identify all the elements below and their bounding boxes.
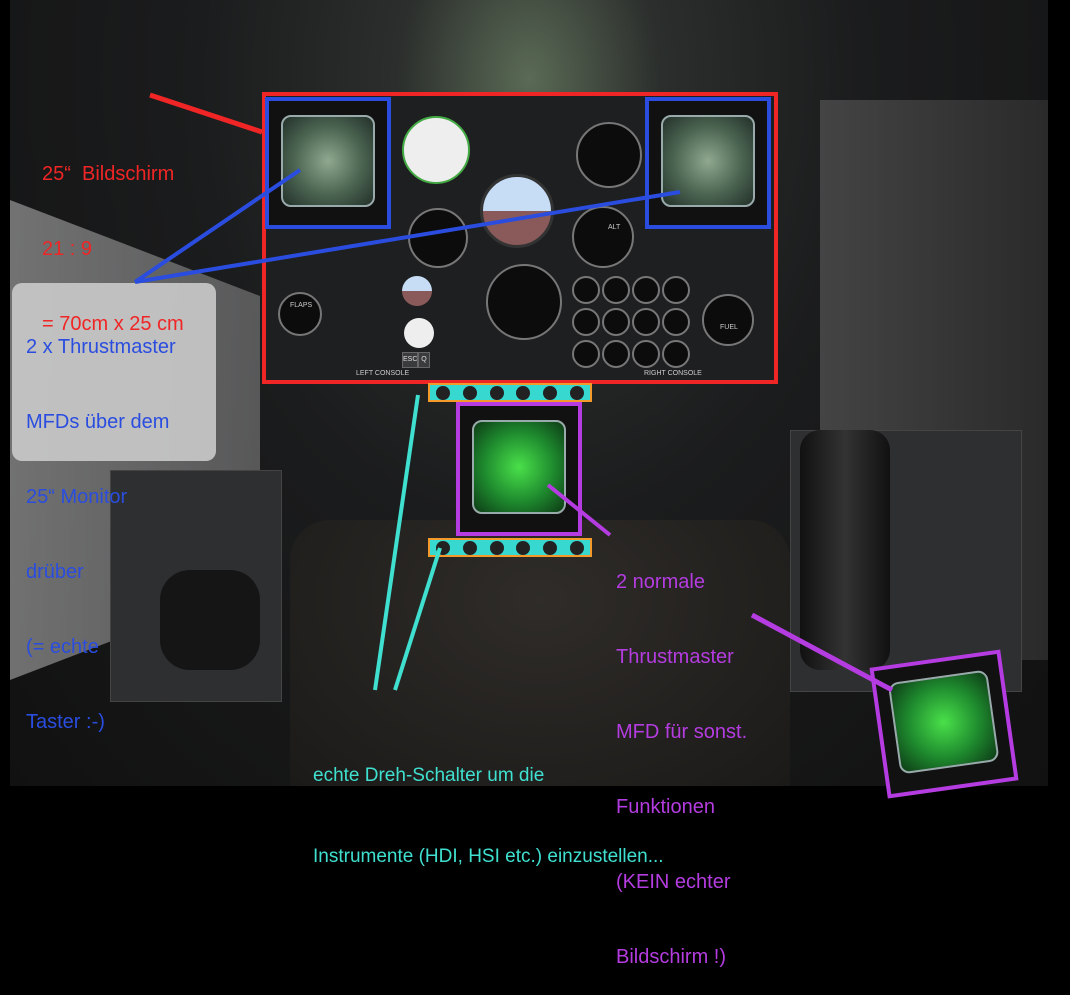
engine-gauge [632,276,660,304]
engine-gauge [572,340,600,368]
center-mfd[interactable] [456,402,582,536]
engine-gauge [572,276,600,304]
annotation-line: drüber [26,561,84,583]
altimeter-gauge: ALT [572,206,634,268]
annotation-line: = 70cm x 25 cm [42,313,184,335]
mfd-annotation-box [12,283,216,461]
annotation-line: 21 : 9 [42,238,93,260]
fuel-label: FUEL [720,324,738,331]
joystick [800,430,890,670]
engine-gauge [662,340,690,368]
hsi-gauge [486,264,562,340]
standby-attitude [402,276,432,306]
knobs-annotation: echte Dreh-Schalter um die Instrumente (… [313,708,664,897]
annotation-line: 2 normale [616,571,705,593]
throttle [160,570,260,670]
annotation-line: echte Dreh-Schalter um die [313,765,545,786]
engine-gauge [602,340,630,368]
engine-gauge [662,308,690,336]
annotation-line: MFD für sonst. [616,721,748,743]
clock-gauge [576,122,642,188]
annotation-line: Bildschirm !) [616,946,727,968]
rotary-knobs-top[interactable] [428,383,592,402]
flaps-gauge: FLAPS [278,292,322,336]
side-mfd[interactable] [869,649,1019,799]
engine-gauge [602,308,630,336]
annotation-line: 25“ Bildschirm [42,163,175,185]
annotation-line: Thrustmaster [616,646,734,668]
radar-warning-gauge [402,116,470,184]
top-right-mfd[interactable] [645,97,771,229]
top-mfd-annotation: 2 x Thrustmaster MFDs über dem 25“ Monit… [26,285,176,760]
engine-gauge [602,276,630,304]
engine-gauge [632,340,660,368]
engine-gauge [632,308,660,336]
attitude-indicator [480,174,554,248]
left-console-label[interactable]: LEFT CONSOLE [356,370,410,377]
engine-gauge [572,308,600,336]
rotary-knobs-bottom[interactable] [428,538,592,557]
esc-button[interactable]: ESC [402,352,418,368]
engine-gauge [662,276,690,304]
flaps-label: FLAPS [290,302,313,309]
fuel-gauge: FUEL [702,294,754,346]
right-console-label[interactable]: RIGHT CONSOLE [644,370,702,377]
annotation-line: MFDs über dem [26,411,170,433]
top-left-mfd[interactable] [265,97,391,229]
white-gauge [404,318,434,348]
altimeter-label: ALT [608,224,621,231]
annotation-line: 2 x Thrustmaster [26,336,176,358]
airspeed-gauge [408,208,468,268]
annotation-line: (= echte [26,636,99,658]
annotation-line: 25“ Monitor [26,486,128,508]
q-button[interactable]: Q [418,352,430,368]
annotation-line: Instrumente (HDI, HSI etc.) einzustellen… [313,846,664,867]
annotation-line: Taster :-) [26,711,105,733]
